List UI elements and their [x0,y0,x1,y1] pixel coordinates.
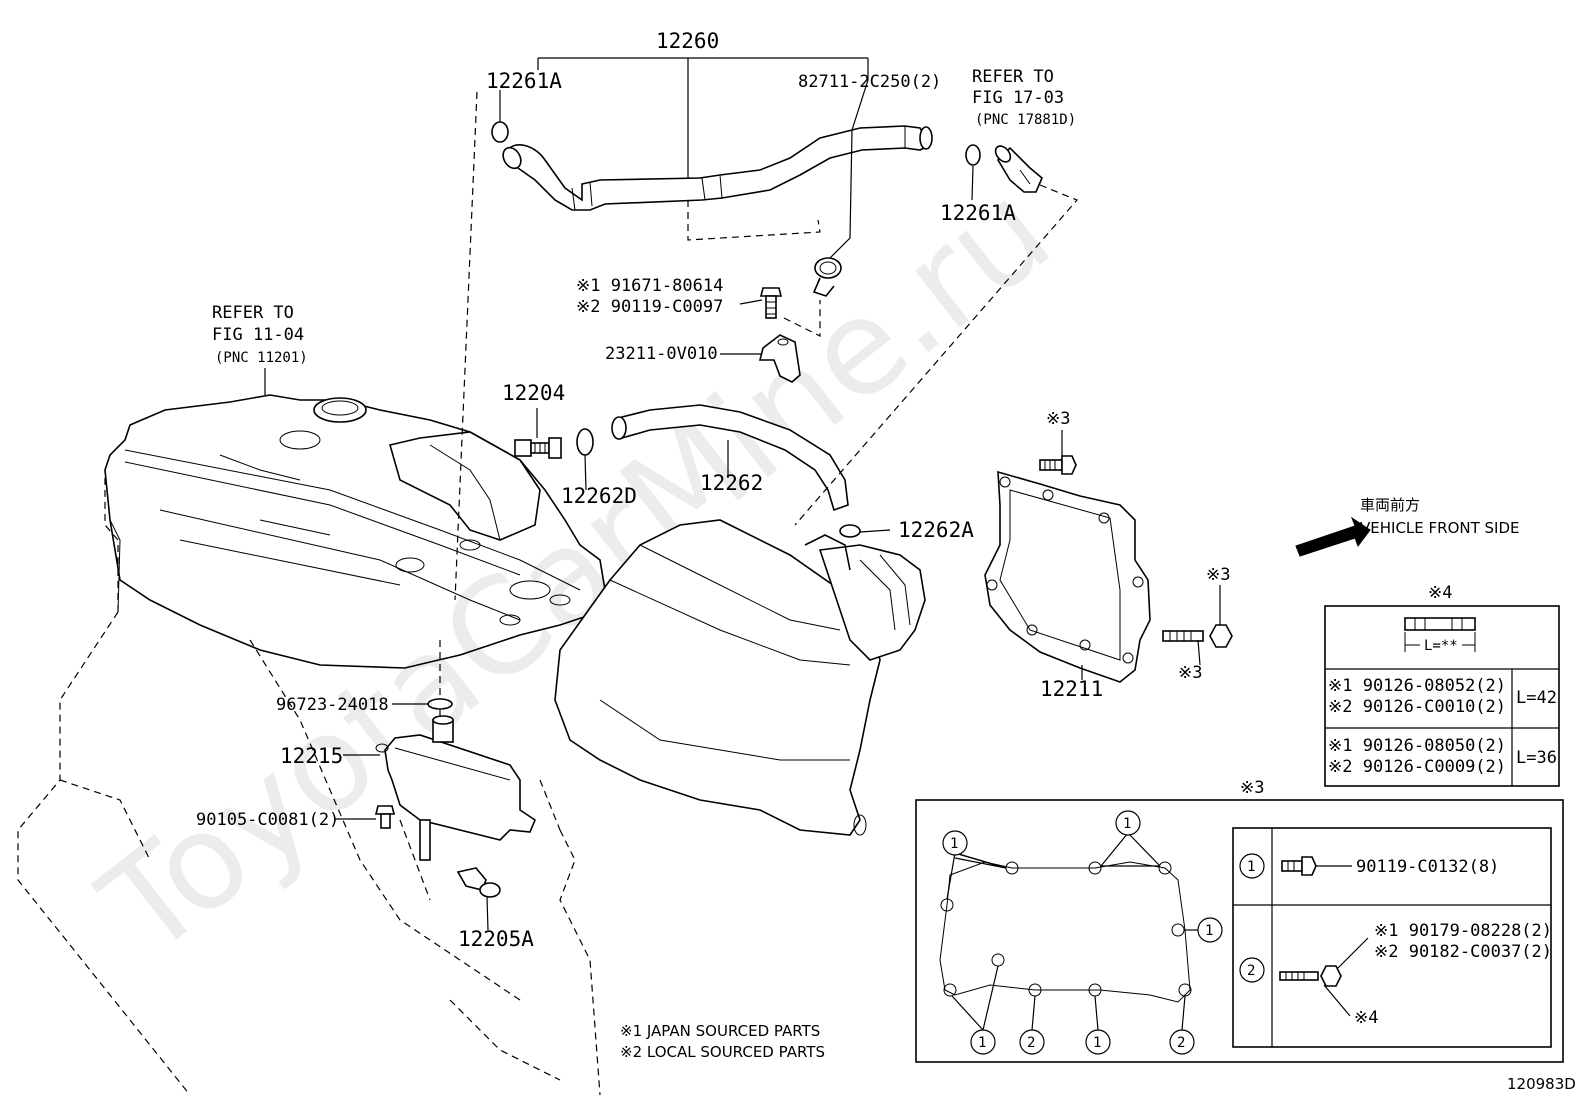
label-refer11-line2: FIG 11-04 [212,325,304,345]
ref3-row2-ref: ※4 [1354,1008,1378,1028]
ref4-title: ※4 [1428,583,1452,603]
callout-1b: 1 [1123,816,1131,832]
bolt-ref3-top [1039,455,1077,475]
label-12261A-top: 12261A [486,69,562,93]
ref3-row2-part1: ※1 90179-08228(2) [1374,921,1552,941]
ref3-row2-index: 2 [1247,963,1255,979]
label-refer17-line1: REFER TO [972,67,1054,87]
vehicle-front-arrow [1295,516,1371,557]
pcv-valve-12204 [514,437,562,459]
callout-2a: 2 [1027,1035,1035,1051]
label-23211: 23211-0V010 [605,344,718,364]
ref4-row1-length: L=42 [1516,688,1557,708]
callout-1e: 1 [1093,1035,1101,1051]
pcv-fitting [994,145,1043,193]
engine-block-phantom [17,470,601,1096]
label-refer11-line3: (PNC 11201) [215,350,308,366]
ref4-row1-line1: ※1 90126-08052(2) [1328,676,1506,696]
stud-nut-icon [1279,965,1342,987]
callout-circles: 1 1 1 1 2 1 2 [942,810,1223,1055]
hose-12262 [611,404,849,512]
ref3-row1-part: 90119-C0132(8) [1356,857,1499,877]
stud-and-nut-ref3 [1162,624,1233,648]
part-labels: 12260 12261A 82711-2C250(2) REFER TO FIG… [196,29,1520,951]
hose-clamp-82711 [812,257,842,297]
intake-air-box [554,519,926,836]
bolt-90105 [374,805,396,829]
label-12215: 12215 [280,744,343,768]
stud-length-label: L=** [1424,638,1458,654]
label-82711: 82711-2C250(2) [798,72,941,92]
oil-separator-12215 [375,715,536,861]
callout-2b: 2 [1177,1035,1185,1051]
label-ref3-bot: ※3 [1178,663,1202,683]
grommet-12262D [576,428,594,456]
ref4-row2-line2: ※2 90126-C0009(2) [1328,757,1506,777]
label-12262D: 12262D [561,484,637,508]
clamp-12261A-top [491,121,509,143]
label-12262: 12262 [700,471,763,495]
label-12204: 12204 [502,381,565,405]
label-refer17-line2: FIG 17-03 [972,88,1064,108]
clip-12262A [839,524,861,538]
label-12205A: 12205A [458,927,534,951]
ref4-row2-line1: ※1 90126-08050(2) [1328,736,1506,756]
part-12205A [456,867,501,898]
bolt-91671 [759,287,783,319]
label-ref3-top: ※3 [1046,409,1070,429]
label-90119a: ※2 90119-C0097 [576,297,723,317]
ref3-row2-part2: ※2 90182-C0037(2) [1374,942,1552,962]
stud-length-icon: L=** [1404,617,1476,654]
callout-1d: 1 [978,1035,986,1051]
label-91671: ※1 91671-80614 [576,276,723,296]
clamp-12261A-right [965,144,981,166]
engine-head-cover [104,394,606,669]
label-96723: 96723-24018 [276,695,389,715]
ref4-row1-line2: ※2 90126-C0010(2) [1328,697,1506,717]
label-12261A-right: 12261A [940,201,1016,225]
ventilation-hose-12260 [502,125,933,211]
ref4-table: ※4 L=** ※1 90126-08052(2) ※2 90126-C0010… [1324,583,1560,787]
note-local-sourced: ※2 LOCAL SOURCED PARTS [620,1043,825,1061]
bracket-23211 [758,334,801,383]
label-refer11-line1: REFER TO [212,303,294,323]
bolt-90119-icon [1281,856,1317,876]
gasket-12211 [984,470,1151,683]
label-refer17-line3: (PNC 17881D) [975,112,1076,128]
diagram-id: 120983D [1507,1075,1576,1093]
label-direction-en: VEHICLE FRONT SIDE [1360,519,1520,537]
callout-1a: 1 [950,836,958,852]
label-12260: 12260 [656,29,719,53]
ref4-row2-length: L=36 [1516,748,1557,768]
label-90105: 90105-C0081(2) [196,810,339,830]
label-direction-jp: 車両前方 [1360,496,1420,514]
ref3-detail: ※3 1 1 1 [915,778,1564,1063]
label-12262A: 12262A [898,518,974,542]
callout-1c: 1 [1205,923,1213,939]
ref3-detail-title: ※3 [1240,778,1264,798]
note-japan-sourced: ※1 JAPAN SOURCED PARTS [620,1022,820,1040]
ref3-row1-index: 1 [1247,859,1255,875]
label-12211: 12211 [1040,677,1103,701]
leader-lines [264,57,1221,931]
label-ref3-mid: ※3 [1206,565,1230,585]
